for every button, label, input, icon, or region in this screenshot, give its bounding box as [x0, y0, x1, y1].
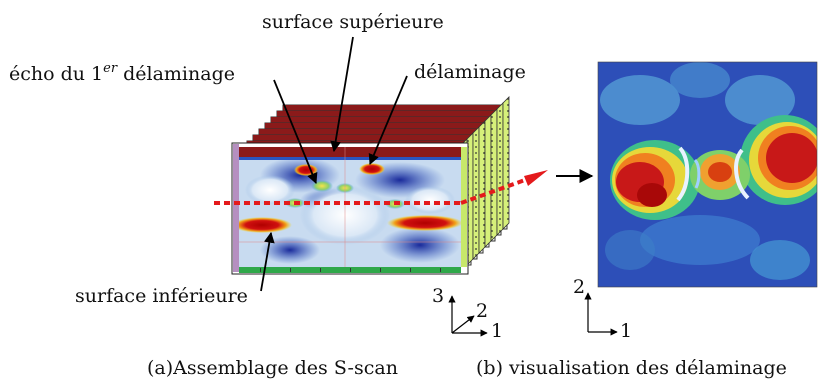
- axis-label-1-left: 1: [491, 320, 503, 342]
- sscan-stack: [214, 96, 548, 275]
- annotation-arrows: [260, 36, 408, 292]
- caption-a: (a)Assemblage des S-scan: [147, 357, 398, 379]
- axis-label-2-left: 2: [476, 300, 488, 322]
- front-sscan: [231, 142, 469, 275]
- map-border: [597, 61, 818, 288]
- first-echo-superscript: er: [103, 61, 118, 76]
- label-delamination: délaminage: [414, 61, 526, 83]
- label-first-echo: écho du 1er délaminage: [9, 61, 235, 85]
- section-line: [214, 170, 548, 205]
- delamination-map: [598, 62, 817, 287]
- axes-triad-left: 3 2 1: [432, 285, 503, 342]
- label-top-surface: surface supérieure: [262, 11, 444, 33]
- axis-label-1-right: 1: [620, 320, 632, 342]
- axis-label-2-right: 2: [573, 276, 585, 298]
- first-echo-tail: délaminage: [117, 63, 235, 85]
- axes-triad-right: 2 1: [573, 276, 632, 342]
- first-echo-main: écho du 1: [9, 63, 103, 85]
- caption-b: (b) visualisation des délaminage: [476, 357, 787, 379]
- label-bottom-surface: surface inférieure: [75, 285, 248, 307]
- axis-label-3: 3: [432, 285, 444, 307]
